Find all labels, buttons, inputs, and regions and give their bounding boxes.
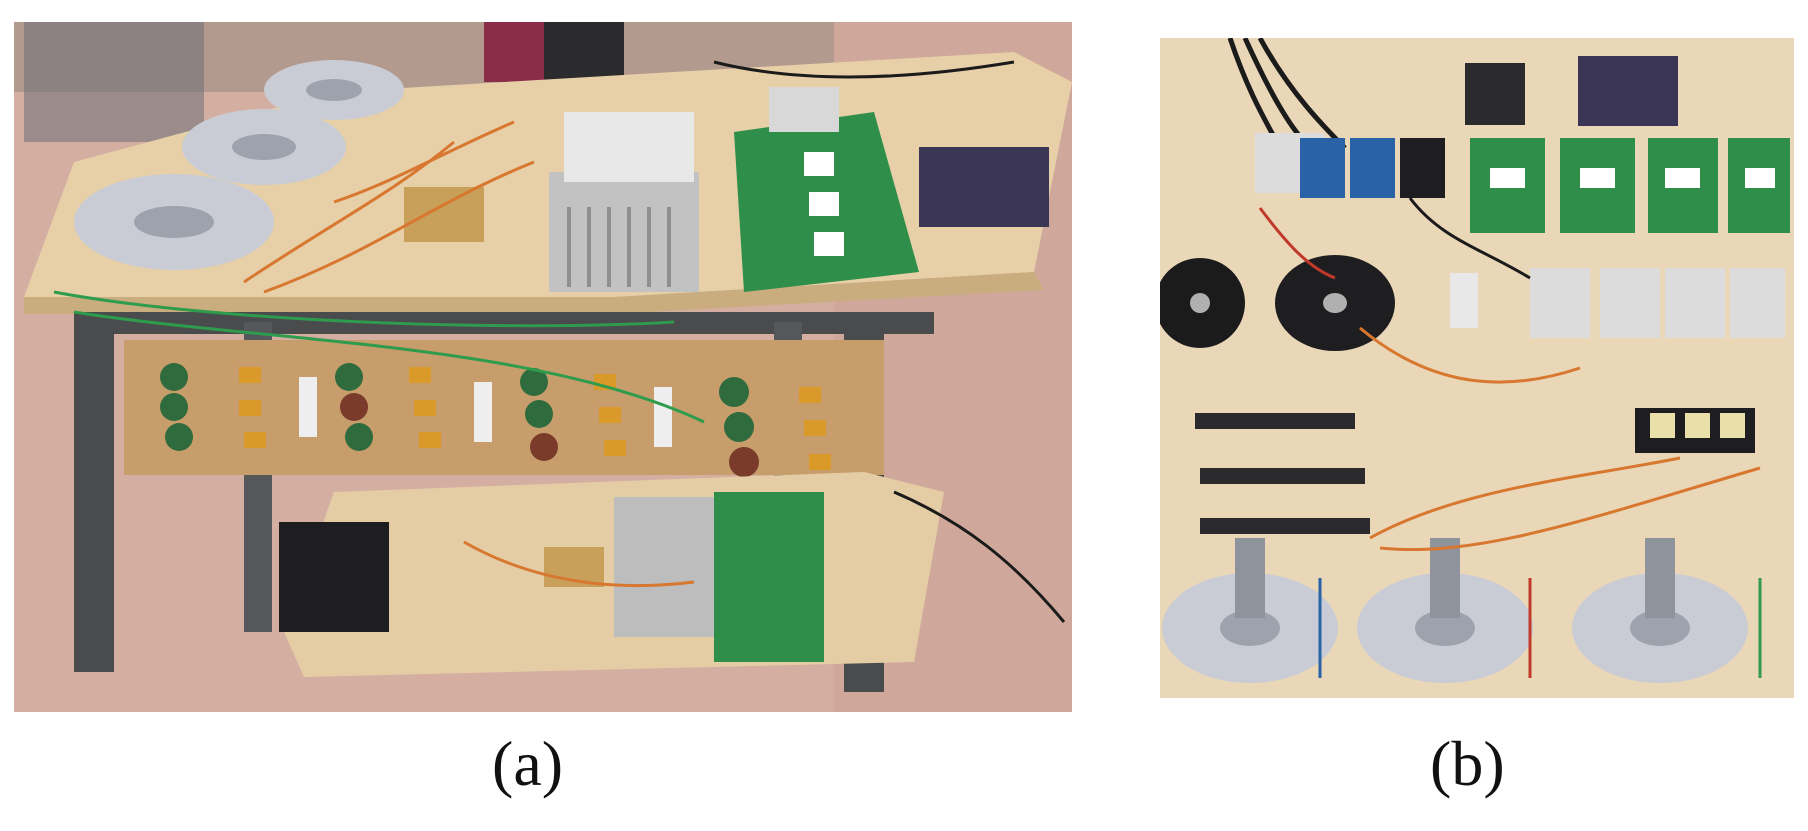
panel-a-label: (a) (492, 728, 564, 799)
heat-sink (549, 172, 699, 292)
photo-panel-b (1160, 38, 1794, 698)
board-photo (1160, 38, 1794, 698)
toroid-transformers (74, 60, 404, 270)
power-modules (1530, 268, 1785, 338)
resistor-bars (1195, 413, 1370, 534)
bench-photo (14, 22, 1072, 712)
panel-b-label: (b) (1430, 728, 1505, 799)
filter-components (160, 363, 831, 477)
photo-panel-a (14, 22, 1072, 712)
toroid-transformers (1162, 538, 1748, 683)
lower-transformer (279, 522, 389, 632)
gate-driver-boards (1470, 138, 1790, 233)
